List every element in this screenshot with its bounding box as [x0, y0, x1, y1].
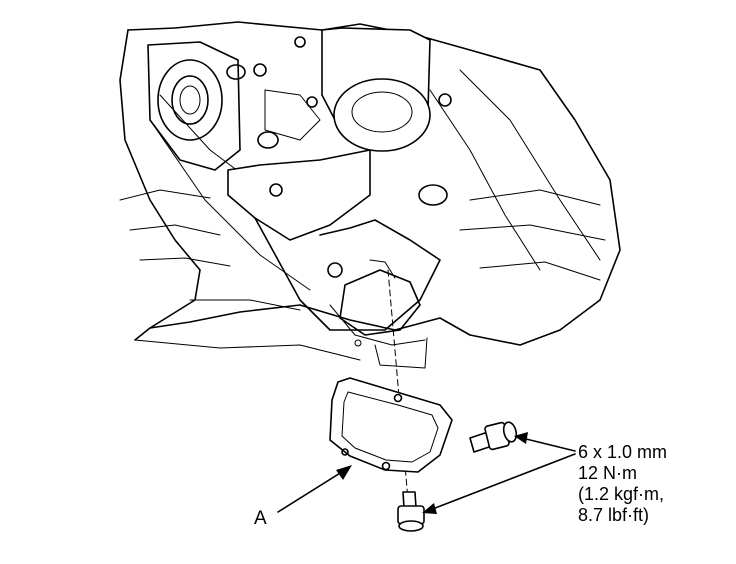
torque-kgf-text: (1.2 kgf·m,	[578, 484, 665, 504]
bolt-vertical	[397, 491, 425, 532]
bolt-horizontal	[469, 421, 518, 453]
pulley-housing	[147, 41, 241, 171]
bracket	[226, 36, 452, 331]
cover-a	[329, 377, 453, 473]
torque-spec: 6 x 1.0 mm 12 N·m (1.2 kgf·m, 8.7 lbf·ft…	[578, 442, 667, 526]
oil-filter	[321, 27, 431, 152]
torque-nm-text: 12 N·m	[578, 463, 638, 483]
oil-pump-cover-area	[329, 259, 428, 369]
bolt-size-text: 6 x 1.0 mm	[578, 442, 668, 462]
part-label-a: A	[254, 508, 267, 529]
torque-lbf-text: 8.7 lbf·ft)	[578, 505, 650, 525]
leader-arrows	[277, 432, 576, 514]
engine-block	[119, 21, 621, 361]
